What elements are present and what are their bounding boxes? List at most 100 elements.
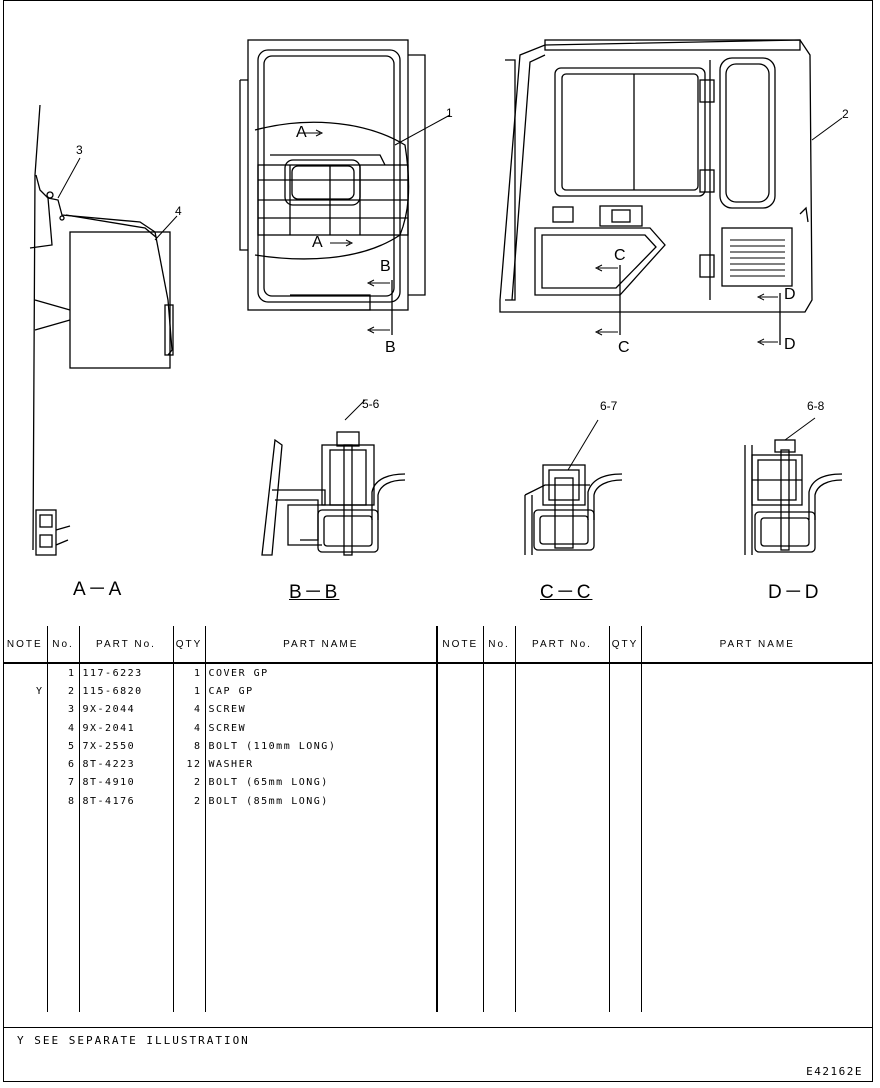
header-part-name: PART NAME xyxy=(205,626,438,664)
cell-part-no: 117-6223 xyxy=(79,663,174,683)
cell-part-no xyxy=(79,865,174,884)
cell-empty xyxy=(515,828,610,847)
cell-empty xyxy=(641,829,873,847)
cell-qty xyxy=(173,938,206,957)
section-a-label-bottom: A xyxy=(312,234,323,251)
cell-empty xyxy=(483,737,516,756)
cell-qty xyxy=(173,883,206,902)
cell-empty xyxy=(515,883,610,902)
cell-empty xyxy=(483,700,516,719)
cell-empty xyxy=(483,975,516,994)
cell-empty xyxy=(437,828,484,847)
cell-empty xyxy=(437,810,484,829)
cell-empty xyxy=(483,773,516,793)
cell-empty xyxy=(515,846,610,866)
cell-name xyxy=(205,865,438,884)
header-qty-2: QTY xyxy=(609,626,642,664)
cell-no xyxy=(47,828,80,847)
cell-part-no xyxy=(79,938,174,957)
cell-name xyxy=(205,956,438,976)
cell-part-no: 8T-4223 xyxy=(79,755,174,774)
cell-note xyxy=(3,846,48,866)
callout-1: 1 xyxy=(446,106,453,120)
cell-no xyxy=(47,810,80,829)
cell-part-no: 8T-4176 xyxy=(79,792,174,811)
header-no: No. xyxy=(47,626,80,664)
cell-empty xyxy=(437,901,484,921)
section-dd-detail xyxy=(744,417,843,555)
cell-name xyxy=(205,901,438,921)
table-row xyxy=(3,920,873,939)
section-cc-detail xyxy=(524,419,623,555)
cell-part-no xyxy=(79,920,174,939)
cell-empty xyxy=(437,700,484,719)
cell-qty: 2 xyxy=(173,773,206,793)
callout-6-8: 6-8 xyxy=(807,399,825,413)
cell-qty xyxy=(173,865,206,884)
cell-empty xyxy=(437,846,484,866)
cell-empty xyxy=(515,682,610,701)
footnote-area: Y SEE SEPARATE ILLUSTRATION E42162E xyxy=(3,1027,873,1082)
cell-note xyxy=(3,920,48,939)
cell-empty xyxy=(483,792,516,811)
cell-qty xyxy=(173,920,206,939)
cell-empty xyxy=(437,993,484,1012)
cell-empty xyxy=(483,920,516,939)
cell-empty xyxy=(609,920,642,939)
section-b-label-top: B xyxy=(380,258,391,275)
cell-qty xyxy=(173,993,206,1012)
cell-note xyxy=(3,865,48,884)
cell-qty: 4 xyxy=(173,718,206,738)
cell-empty xyxy=(641,682,873,700)
cell-part-no: 7X-2550 xyxy=(79,737,174,756)
cell-name xyxy=(205,938,438,957)
cell-empty xyxy=(515,755,610,774)
cell-empty xyxy=(641,737,873,755)
table-row xyxy=(3,865,873,884)
cell-empty xyxy=(609,993,642,1012)
cell-empty xyxy=(641,865,873,883)
cell-note xyxy=(3,700,48,719)
cell-part-no xyxy=(79,993,174,1012)
cell-name: SCREW xyxy=(205,700,438,719)
cell-no xyxy=(47,975,80,994)
cell-empty xyxy=(641,902,873,920)
cell-note xyxy=(3,828,48,847)
cell-empty xyxy=(609,663,642,683)
cell-name xyxy=(205,810,438,829)
callout-4: 4 xyxy=(175,204,182,218)
parts-table: NOTE No. PART No. QTY PART NAME NOTE No.… xyxy=(3,626,873,1012)
section-b-label-bottom: B xyxy=(385,339,396,356)
cell-empty xyxy=(641,884,873,902)
cell-part-no xyxy=(79,975,174,994)
cell-empty xyxy=(515,663,610,683)
cell-part-no xyxy=(79,846,174,866)
cell-no: 7 xyxy=(47,773,80,793)
cell-empty xyxy=(437,938,484,957)
table-row xyxy=(3,828,873,847)
cell-empty xyxy=(437,737,484,756)
cell-empty xyxy=(437,682,484,701)
cell-qty xyxy=(173,975,206,994)
cell-note xyxy=(3,956,48,976)
cell-empty xyxy=(641,938,873,956)
cell-part-no: 8T-4910 xyxy=(79,773,174,793)
cell-no xyxy=(47,993,80,1012)
section-bb-detail xyxy=(261,399,406,556)
cell-name: SCREW xyxy=(205,718,438,738)
cell-no: 8 xyxy=(47,792,80,811)
callout-3: 3 xyxy=(76,143,83,157)
table-row xyxy=(3,956,873,976)
cell-note xyxy=(3,792,48,811)
cell-empty xyxy=(515,993,610,1012)
cell-empty xyxy=(515,700,610,719)
cell-no xyxy=(47,901,80,921)
cell-note xyxy=(3,901,48,921)
section-c-label-bottom: C xyxy=(618,339,630,356)
cell-name xyxy=(205,920,438,939)
